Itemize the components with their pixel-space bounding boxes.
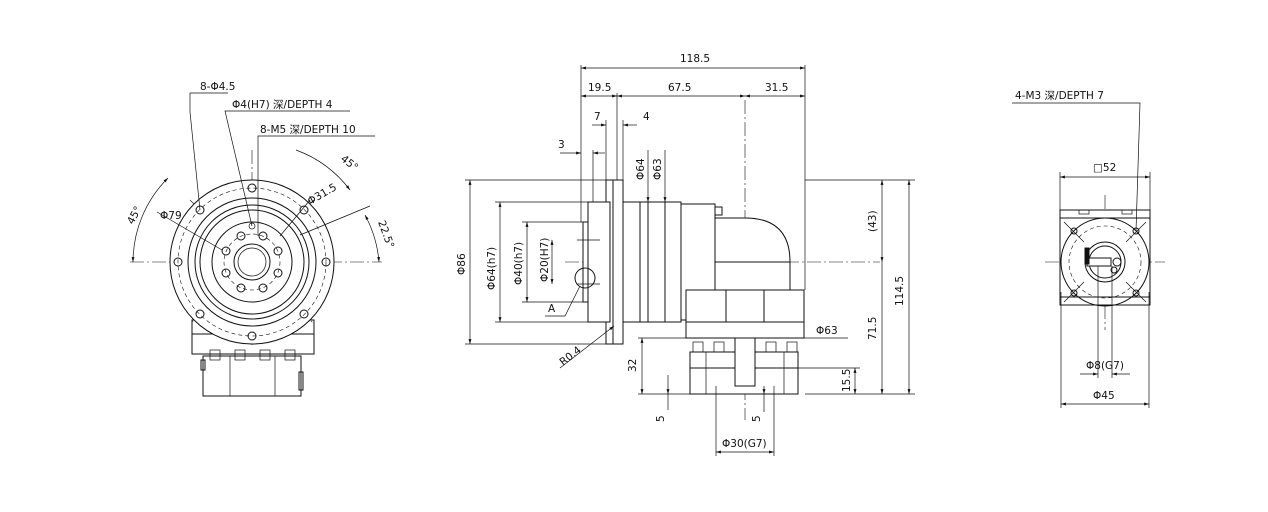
side-label-32: 32 [627,359,639,372]
front-angle-right-arc [295,149,351,191]
side-label-155: 15.5 [841,369,853,392]
side-label-dia30g7: Φ30(G7) [722,438,767,450]
side-label-r04: R0.4 [557,344,584,368]
side-label-315: 31.5 [765,82,788,94]
bottom-label-dia8g7: Φ8(G7) [1086,360,1124,372]
side-label-5-right: 5 [751,415,763,422]
side-label-dia63-bottom: Φ63 [816,325,838,337]
side-label-dia64h7: Φ64(h7) [486,247,498,290]
bottom-label-taps: 4-M3 深/DEPTH 7 [1015,90,1104,102]
front-label-pin: Φ4(H7) 深/DEPTH 4 [232,99,333,111]
bottom-leader-taps [1012,102,1141,232]
side-label-4: 4 [643,111,650,123]
front-output-block [202,355,302,397]
side-view: 118.5 19.5 67.5 31.5 7 4 3 Φ64 Φ63 Φ86 Φ… [456,53,915,456]
side-label-dia20h7: Φ20(H7) [539,238,551,282]
side-label-a: A [548,303,556,315]
side-flange-disc [612,179,624,345]
side-label-1145: 114.5 [894,276,906,306]
side-label-3: 3 [558,139,565,151]
front-label-angle-small: 22.5° [375,219,396,250]
bottom-view: 4-M3 深/DEPTH 7 □52 Φ8(G7) Φ45 [1012,90,1165,408]
front-outer-flange [169,179,335,345]
front-leader-pin [224,110,350,227]
front-label-taps: 8-M5 深/DEPTH 10 [260,124,356,136]
side-label-1185: 118.5 [680,53,710,65]
front-tap-holes [221,231,283,293]
side-label-dia86: Φ86 [456,253,468,275]
front-output-flange [211,221,293,303]
front-pcd-79 [177,187,327,337]
side-label-195: 19.5 [588,82,611,94]
bottom-label-square: □52 [1093,162,1116,174]
bottom-tap-holes [1070,227,1140,297]
side-label-715: 71.5 [867,317,879,340]
side-elbow [714,217,791,291]
front-pin-hole [248,222,256,230]
front-label-pcd315: Φ31.5 [306,181,339,207]
side-label-5-left: 5 [655,415,667,422]
side-leader-r04 [559,325,615,369]
side-label-7: 7 [594,111,601,123]
front-label-angle-right: 45° [338,153,360,174]
bottom-outer-circle [1060,217,1150,307]
front-body-ring [187,197,317,327]
front-leader-taps [257,135,375,236]
front-mount-holes [173,183,331,341]
front-angle-small-arc [364,214,381,263]
front-leader-79 [156,211,223,251]
front-center-bore [233,243,271,281]
side-body [622,201,682,323]
front-leader-315 [279,199,311,237]
front-label-pcd79: Φ79 [160,210,182,222]
front-leader-8holes [189,92,228,211]
front-pcd-315 [223,233,281,291]
front-angle-left-arc [131,177,169,263]
bottom-label-dia45: Φ45 [1093,390,1115,402]
front-label-8holes: 8-Φ4.5 [200,81,235,93]
side-output-shaft [734,337,756,387]
side-leader-a [545,285,581,317]
side-label-dia64: Φ64 [635,158,647,180]
side-label-dia63-top: Φ63 [652,158,664,180]
side-label-43: (43) [867,210,879,232]
front-view: 8-Φ4.5 Φ4(H7) 深/DEPTH 4 8-M5 深/DEPTH 10 … [125,81,396,397]
front-label-angle-left: 45° [125,204,144,226]
side-right-angle-housing [685,289,805,339]
side-label-675: 67.5 [668,82,691,94]
side-label-dia40h7: Φ40(h7) [513,242,525,285]
side-detail-a-circle [574,267,596,289]
